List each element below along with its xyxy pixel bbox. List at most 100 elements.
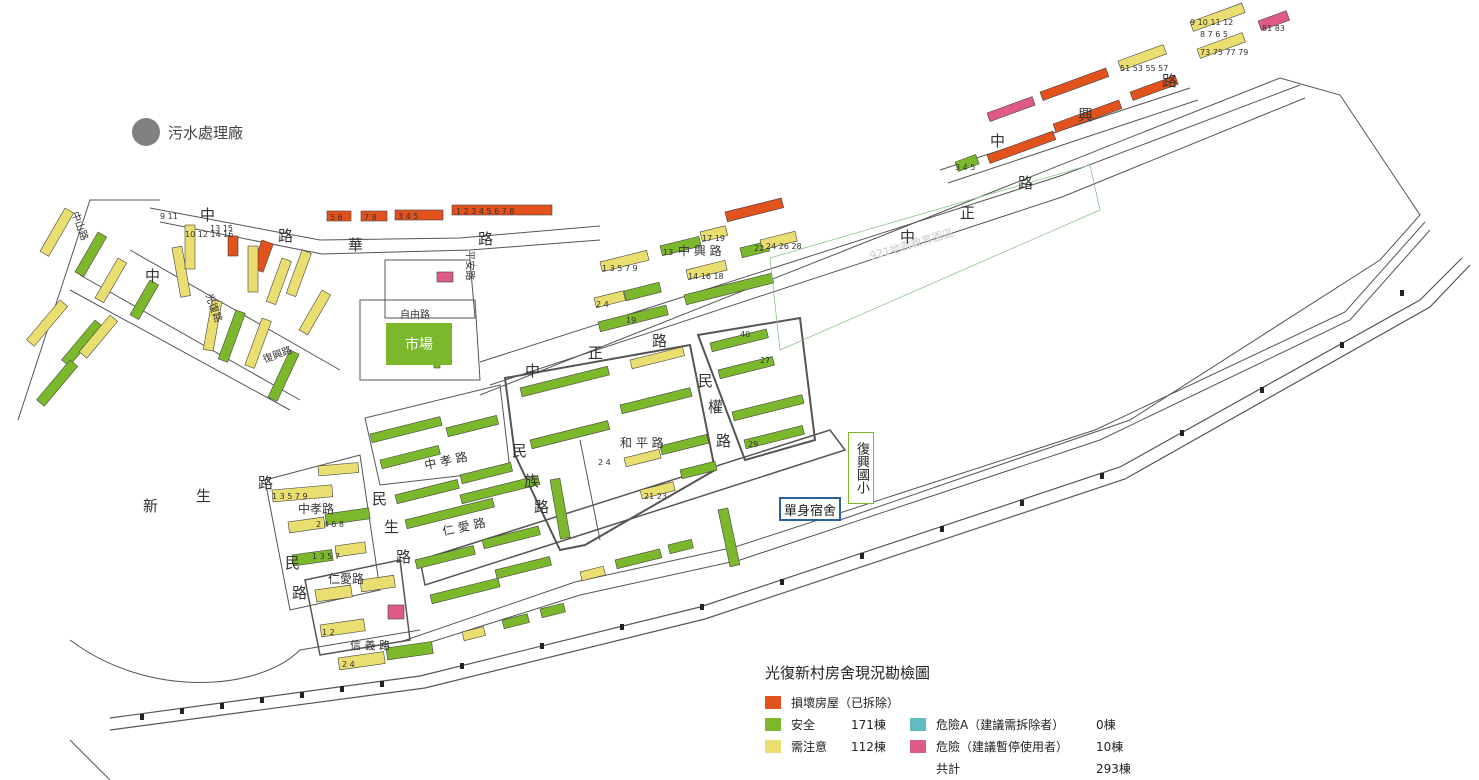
legend-row-total: 共計 293棟 bbox=[765, 757, 1135, 779]
legend-count-caution: 112棟 bbox=[851, 739, 886, 754]
legend-label-dangerA: 危險A（建議需拆除者） bbox=[936, 717, 1065, 732]
building-caution bbox=[265, 257, 292, 306]
building-number: 13 15 bbox=[210, 224, 233, 233]
building-number: 29 bbox=[748, 440, 759, 449]
road-label: 路 bbox=[278, 227, 294, 245]
road-label: 路 bbox=[478, 230, 494, 248]
building-caution bbox=[202, 299, 223, 352]
road-label: 路 bbox=[396, 548, 412, 566]
swatch-demolished bbox=[765, 695, 781, 709]
road-label: 中 bbox=[990, 132, 1006, 150]
sewage-plant-label: 污水處理廠 bbox=[168, 123, 244, 142]
building-caution bbox=[1196, 32, 1246, 59]
building-safe bbox=[379, 445, 441, 470]
road-label: 路 bbox=[292, 584, 308, 602]
building-caution bbox=[623, 448, 662, 468]
road-label: 正 bbox=[588, 344, 604, 362]
building-danger bbox=[436, 271, 454, 283]
building-demolished bbox=[1039, 67, 1110, 101]
building-caution bbox=[1189, 2, 1246, 32]
building-number: 2 4 bbox=[342, 660, 355, 669]
building-safe bbox=[445, 415, 499, 438]
building-safe bbox=[459, 462, 513, 485]
legend-label-demolished: 損壞房屋（已拆除） bbox=[791, 695, 900, 710]
building-number: 5 6 bbox=[330, 213, 343, 222]
field-track bbox=[769, 164, 1101, 351]
building-safe bbox=[429, 577, 501, 605]
zhonghua-road bbox=[149, 207, 601, 241]
road-label: 和 平 路 bbox=[620, 436, 664, 450]
road-label: 路 bbox=[652, 332, 668, 350]
building-safe bbox=[217, 309, 246, 363]
building-number: 51 53 55 57 bbox=[1120, 64, 1169, 73]
building-number: 19 bbox=[626, 316, 637, 325]
swatch-danger bbox=[910, 739, 926, 753]
block-center-3 bbox=[696, 316, 817, 462]
building-caution bbox=[685, 259, 728, 281]
building-number: 21 23 bbox=[644, 492, 667, 501]
building-caution bbox=[334, 541, 367, 558]
building-number: 22 bbox=[754, 244, 765, 253]
road-label: 平安路 bbox=[463, 250, 475, 281]
road-label: 中 bbox=[525, 362, 541, 380]
road-label: 民 bbox=[698, 372, 714, 390]
building-safe bbox=[717, 507, 741, 568]
building-number: 2 4 bbox=[596, 300, 609, 309]
road-label: 中 bbox=[200, 206, 216, 224]
building-caution bbox=[337, 651, 386, 671]
building-number: 81 83 bbox=[1262, 24, 1285, 33]
building-number: 9 11 bbox=[160, 212, 178, 221]
building-safe bbox=[717, 356, 775, 380]
lower-left-curve bbox=[69, 629, 421, 683]
building-number: 27 bbox=[760, 356, 771, 365]
building-number: 13 bbox=[663, 248, 674, 257]
road-label: 信 義 路 bbox=[350, 639, 390, 652]
building-danger bbox=[986, 96, 1036, 122]
building-safe bbox=[731, 394, 805, 422]
building-caution bbox=[317, 462, 360, 477]
building-safe bbox=[36, 359, 79, 407]
building-caution bbox=[629, 346, 685, 370]
market-label: 市場 bbox=[405, 337, 433, 353]
building-caution bbox=[599, 250, 650, 273]
block-left-2 bbox=[304, 559, 411, 656]
legend-row-demolished: 損壞房屋（已拆除） bbox=[765, 691, 1135, 713]
road-label: 族 bbox=[524, 472, 540, 490]
building-caution bbox=[314, 584, 353, 603]
road-network bbox=[17, 77, 1471, 780]
road-label: 路 bbox=[1162, 72, 1178, 90]
building-safe bbox=[404, 497, 495, 530]
building-safe bbox=[481, 525, 541, 550]
building-caution bbox=[593, 290, 626, 309]
building-demolished bbox=[227, 235, 239, 257]
building-safe bbox=[494, 556, 552, 580]
road-label: 生 bbox=[384, 518, 400, 536]
legend-row-safe-dangerA: 安全 171棟 危險A（建議需拆除者） 0棟 bbox=[765, 713, 1135, 735]
building-caution bbox=[247, 245, 259, 293]
legend-title: 光復新村房舍現況勘檢圖 bbox=[765, 664, 931, 682]
building-caution bbox=[94, 257, 128, 304]
railway-line-2 bbox=[109, 264, 1471, 731]
road-label: 民 bbox=[285, 554, 301, 572]
sewage-plant-marker: 污水處理廠 bbox=[132, 118, 243, 146]
building-caution bbox=[171, 245, 191, 298]
building-caution bbox=[319, 618, 366, 638]
building-number: 10 12 14 16 bbox=[185, 230, 234, 239]
road-label: 仁愛路 bbox=[328, 572, 365, 586]
building-demolished bbox=[1052, 99, 1123, 133]
legend-count-danger: 10棟 bbox=[1096, 739, 1124, 754]
road-label: 中 興 路 bbox=[678, 244, 722, 258]
road-label: 路 bbox=[258, 474, 274, 492]
road-label: 正 bbox=[960, 204, 976, 222]
road-label: 中孝路 bbox=[298, 502, 335, 516]
building-demolished bbox=[326, 210, 352, 222]
building-number: 1 2 3 4 5 6 7 8 bbox=[456, 207, 515, 216]
building-safe bbox=[743, 425, 805, 450]
left-diag-2 bbox=[69, 289, 291, 411]
building-safe bbox=[667, 538, 694, 555]
left-diag-3 bbox=[129, 249, 341, 371]
road-label: 華 bbox=[348, 236, 364, 254]
building-number: 8 7 6 5 bbox=[1200, 30, 1228, 39]
building-number: 17 19 bbox=[702, 234, 725, 243]
